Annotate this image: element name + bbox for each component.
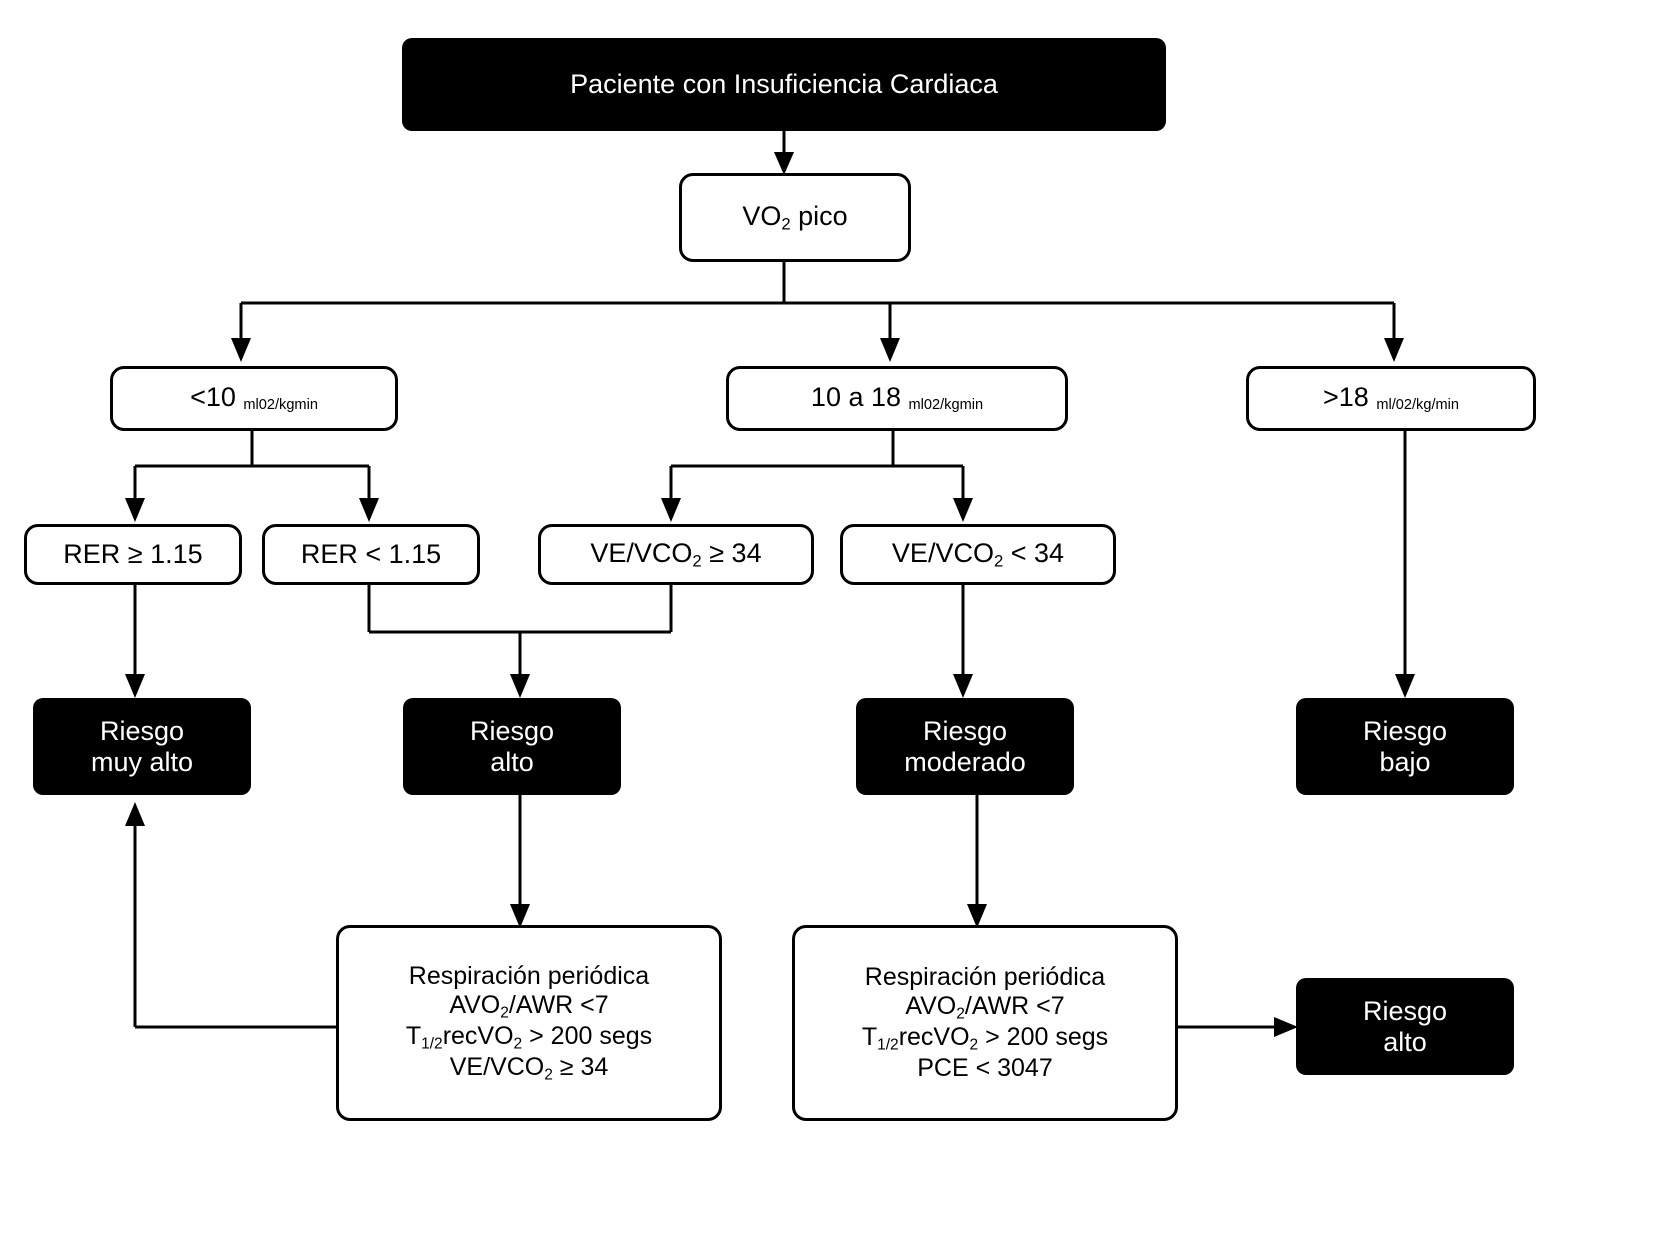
vevco2-low-sub: 2	[993, 551, 1004, 571]
node-vevco2-high[interactable]: VE/VCO2 ≥ 34	[538, 524, 814, 585]
detail-left-l2-post: /AWR <7	[508, 990, 609, 1019]
vevco2-low-post: < 34	[1003, 537, 1065, 568]
vevco2-low-pre: VE/VCO	[891, 537, 994, 568]
detail-right-line-3: T1/2recVO2 > 200 segs	[805, 1023, 1165, 1054]
detail-left-line-1: Respiración periódica	[408, 961, 650, 990]
vo2-mid-value: 10 a 18	[810, 382, 902, 413]
detail-right-l3-pre: T	[861, 1023, 878, 1051]
node-vevco2-low[interactable]: VE/VCO2 < 34	[840, 524, 1116, 585]
node-risk-bajo-line1: Riesgo	[1362, 715, 1448, 746]
node-risk-bajo-line2: bajo	[1379, 746, 1431, 777]
node-rer-high[interactable]: RER ≥ 1.15	[24, 524, 242, 585]
vo2-low-unit: ml02/kgmin	[243, 397, 318, 414]
vo2-subscript: 2	[781, 214, 791, 234]
node-risk-moderado-line2: moderado	[904, 746, 1026, 777]
vo2-low-value: <10	[190, 382, 236, 413]
detail-left-l2-pre: AVO	[449, 990, 501, 1019]
node-vevco2-low-label: VE/VCO2 < 34	[892, 538, 1064, 571]
detail-left-line-4: VE/VCO2 ≥ 34	[349, 1053, 709, 1084]
detail-right-line-4: PCE < 3047	[917, 1054, 1053, 1083]
node-risk-alto-line2: alto	[490, 746, 534, 777]
vo2-high-value: >18	[1323, 382, 1369, 413]
node-vo2-high[interactable]: >18 ml/02/kg/min	[1246, 366, 1536, 431]
node-risk-muy-alto-line1: Riesgo	[99, 715, 185, 746]
node-vo2-high-label: >18 ml/02/kg/min	[1323, 382, 1459, 414]
node-risk-alto-secondary-line1: Riesgo	[1362, 995, 1448, 1026]
node-rer-low[interactable]: RER < 1.15	[262, 524, 480, 585]
detail-right-l2-post: /AWR <7	[964, 991, 1065, 1020]
detail-right-l3-sub2: 2	[969, 1036, 979, 1054]
detail-right-l3-mid: recVO	[898, 1023, 970, 1051]
node-risk-alto[interactable]: Riesgo alto	[403, 698, 621, 795]
detail-left-l3-sub: 1/2	[421, 1035, 443, 1053]
detail-right-l3-post: > 200 segs	[978, 1023, 1109, 1051]
detail-left-l2-sub: 2	[500, 1003, 509, 1021]
node-risk-moderado[interactable]: Riesgo moderado	[856, 698, 1074, 795]
detail-left-line-3: T1/2recVO2 > 200 segs	[349, 1022, 709, 1053]
detail-left-l4-pre: VE/VCO	[449, 1053, 545, 1082]
node-rer-low-label: RER < 1.15	[300, 538, 442, 569]
node-detail-left[interactable]: Respiración periódica AVO2/AWR <7 T1/2re…	[336, 925, 722, 1121]
vo2-mid-unit: ml02/kgmin	[908, 397, 984, 414]
node-vo2-mid-label: 10 a 18 ml02/kgmin	[811, 382, 983, 414]
detail-left-l3-post: > 200 segs	[522, 1021, 653, 1050]
node-risk-muy-alto-line2: muy alto	[90, 746, 194, 777]
detail-right-l3-sub: 1/2	[877, 1036, 899, 1054]
detail-right-line-1: Respiración periódica	[864, 962, 1106, 991]
node-detail-right[interactable]: Respiración periódica AVO2/AWR <7 T1/2re…	[792, 925, 1178, 1121]
detail-right-line-2: AVO2/AWR <7	[805, 992, 1165, 1023]
detail-right-l2-sub: 2	[956, 1005, 965, 1022]
node-patient-heart-failure[interactable]: Paciente con Insuficiencia Cardiaca	[402, 38, 1166, 131]
vo2-high-unit: ml/02/kg/min	[1376, 397, 1459, 414]
detail-left-l3-mid: recVO	[442, 1021, 514, 1050]
node-risk-muy-alto[interactable]: Riesgo muy alto	[33, 698, 251, 795]
node-vo2-peak[interactable]: VO2 pico	[679, 173, 911, 262]
detail-left-line-2: AVO2/AWR <7	[349, 991, 709, 1022]
node-risk-alto-secondary-line2: alto	[1383, 1026, 1427, 1057]
node-rer-high-label: RER ≥ 1.15	[63, 538, 203, 569]
node-patient-heart-failure-label: Paciente con Insuficiencia Cardiaca	[570, 68, 998, 99]
node-vo2-low[interactable]: <10 ml02/kgmin	[110, 366, 398, 431]
node-risk-alto-line1: Riesgo	[469, 715, 555, 746]
detail-left-l4-post: ≥ 34	[552, 1053, 609, 1082]
detail-right-l2-pre: AVO	[905, 991, 957, 1020]
vevco2-high-pre: VE/VCO	[590, 537, 693, 568]
node-vo2-low-label: <10 ml02/kgmin	[190, 382, 318, 414]
node-risk-bajo[interactable]: Riesgo bajo	[1296, 698, 1514, 795]
detail-left-l4-sub: 2	[544, 1066, 553, 1084]
node-vevco2-high-label: VE/VCO2 ≥ 34	[590, 538, 761, 571]
vevco2-high-sub: 2	[692, 551, 702, 571]
vo2-text: VO	[742, 200, 782, 231]
node-vo2-mid[interactable]: 10 a 18 ml02/kgmin	[726, 366, 1068, 431]
node-risk-alto-secondary[interactable]: Riesgo alto	[1296, 978, 1514, 1075]
vevco2-high-post: ≥ 34	[701, 537, 762, 568]
node-vo2-peak-label: VO2 pico	[742, 201, 847, 234]
node-risk-moderado-line1: Riesgo	[922, 715, 1008, 746]
detail-left-l3-sub2: 2	[513, 1035, 523, 1053]
detail-left-l3-pre: T	[405, 1021, 422, 1050]
vo2-tail: pico	[790, 200, 848, 231]
